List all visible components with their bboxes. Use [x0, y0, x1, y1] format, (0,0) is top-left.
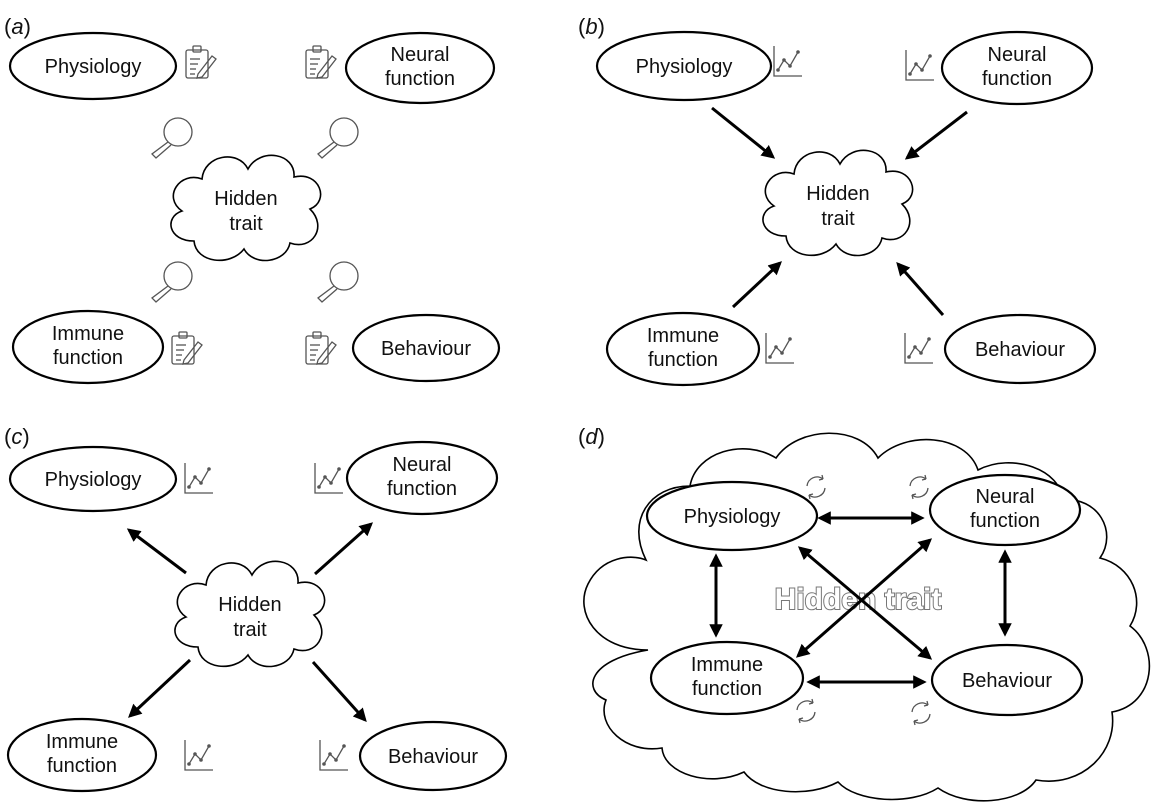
hidden-label-line1-b: Hidden	[806, 183, 869, 205]
immune-label-line2-d: function	[692, 678, 762, 700]
neural-node-b: Neural function	[940, 30, 1094, 106]
behaviour-node-d: Behaviour	[930, 643, 1084, 717]
arrow-trait-to-behaviour-c	[311, 660, 367, 723]
line-chart-icon	[905, 49, 935, 81]
line-chart-icon	[314, 462, 344, 494]
panel-c-label: (c)	[4, 424, 30, 449]
arrow-neural-to-trait-b	[904, 110, 968, 160]
clipboard-icon	[171, 331, 203, 365]
immune-label-line1-a: Immune	[52, 323, 124, 345]
arrow-trait-to-neural-c	[314, 522, 374, 576]
physiology-label-c: Physiology	[45, 469, 142, 491]
physiology-node-d: Physiology	[645, 480, 819, 552]
hidden-trait-cloud-b: Hidden trait	[762, 149, 914, 257]
immune-label-line1-b: Immune	[647, 325, 719, 347]
immune-label-line2-b: function	[648, 349, 718, 371]
immune-node-d: Immune function	[649, 640, 805, 716]
panel-d-label: (d)	[578, 424, 605, 449]
neural-label-line1-a: Neural	[391, 44, 450, 66]
magnifier-icon	[317, 117, 359, 159]
behaviour-label-b: Behaviour	[975, 339, 1065, 361]
panel-d: (d) Hidden trait Physiology Neural funct…	[578, 424, 1151, 802]
physiology-label-b: Physiology	[636, 56, 733, 78]
panel-a-label: (a)	[4, 14, 31, 39]
clipboard-icon	[185, 45, 217, 79]
physiology-node-c: Physiology	[8, 445, 178, 513]
panel-b-label: (b)	[578, 14, 605, 39]
physiology-label-a: Physiology	[45, 56, 142, 78]
neural-node-c: Neural function	[345, 440, 499, 516]
line-chart-icon	[184, 739, 214, 771]
line-chart-icon	[765, 332, 795, 364]
behaviour-node-a: Behaviour	[351, 313, 501, 383]
panel-a: (a) Physiology Neural function Immune fu…	[4, 14, 501, 385]
arrow-behaviour-to-trait-b	[896, 261, 945, 316]
immune-node-b: Immune function	[605, 311, 761, 387]
neural-label-line2-b: function	[982, 68, 1052, 90]
neural-label-line1-c: Neural	[393, 454, 452, 476]
hidden-trait-cloud-c: Hidden trait	[174, 560, 326, 668]
immune-node-c: Immune function	[6, 717, 158, 793]
line-chart-icon	[319, 739, 349, 771]
physiology-label-d: Physiology	[684, 506, 781, 528]
neural-label-line2-a: function	[385, 68, 455, 90]
line-chart-icon	[904, 332, 934, 364]
physiology-node-b: Physiology	[595, 30, 773, 102]
line-chart-icon	[773, 45, 803, 77]
hidden-label-line1-c: Hidden	[218, 594, 281, 616]
immune-label-line1-c: Immune	[46, 731, 118, 753]
neural-node-d: Neural function	[928, 473, 1082, 547]
magnifier-icon	[151, 117, 193, 159]
behaviour-label-c: Behaviour	[388, 746, 478, 768]
physiology-node-a: Physiology	[8, 31, 178, 101]
clipboard-icon	[305, 45, 337, 79]
behaviour-label-a: Behaviour	[381, 338, 471, 360]
hidden-label-line1-a: Hidden	[214, 188, 277, 210]
behaviour-node-c: Behaviour	[358, 720, 508, 792]
arrow-immune-to-trait-b	[731, 261, 782, 309]
arrow-neural-immune-d	[795, 538, 933, 658]
neural-label-line2-d: function	[970, 510, 1040, 532]
panel-c: (c) Physiology Neural function Immune fu…	[4, 424, 508, 793]
immune-label-line1-d: Immune	[691, 654, 763, 676]
neural-node-a: Neural function	[344, 31, 496, 105]
arrow-physiology-to-trait-b	[711, 106, 776, 159]
arrow-trait-to-immune-c	[128, 658, 192, 718]
line-chart-icon	[184, 462, 214, 494]
neural-label-line1-b: Neural	[988, 44, 1047, 66]
arrow-trait-to-physiology-c	[126, 528, 187, 575]
neural-label-line2-c: function	[387, 478, 457, 500]
immune-node-a: Immune function	[11, 309, 165, 385]
clipboard-icon	[305, 331, 337, 365]
behaviour-node-b: Behaviour	[943, 313, 1097, 385]
hidden-trait-cloud-a: Hidden trait	[170, 154, 322, 262]
neural-label-line1-d: Neural	[976, 486, 1035, 508]
panel-b: (b) Physiology Neural function Immune fu…	[578, 14, 1097, 387]
hidden-label-line2-a: trait	[229, 213, 263, 235]
immune-label-line2-a: function	[53, 347, 123, 369]
immune-label-line2-c: function	[47, 755, 117, 777]
hidden-label-line2-b: trait	[821, 208, 855, 230]
behaviour-label-d: Behaviour	[962, 670, 1052, 692]
hidden-label-line2-c: trait	[233, 619, 267, 641]
magnifier-icon	[317, 261, 359, 303]
magnifier-icon	[151, 261, 193, 303]
hidden-trait-label-d: Hidden trait	[775, 583, 942, 616]
